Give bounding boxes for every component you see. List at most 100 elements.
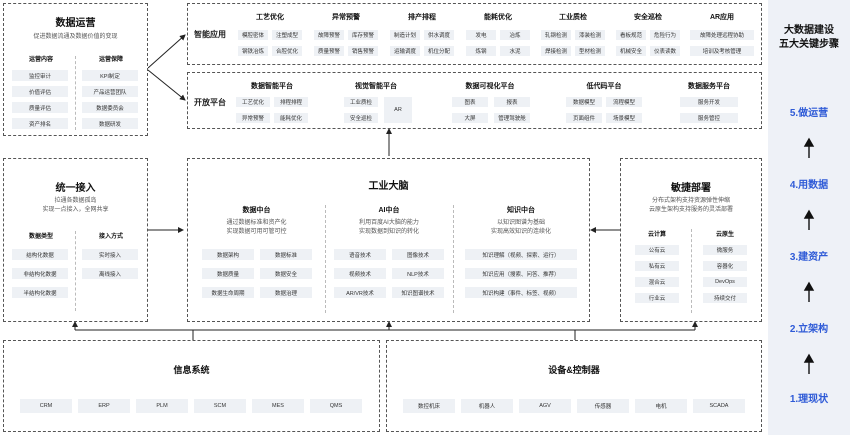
knowledge-center-desc-1: 以知识图谱为基础 (496, 220, 545, 226)
device-item: 传感器 (577, 399, 629, 413)
ops-title: 数据运营 (55, 18, 96, 29)
app-group-title: 安全巡检 (634, 14, 662, 21)
ops-guarantee-item: KPI制定 (82, 70, 138, 81)
ops-guarantee-item: 数据研发 (82, 118, 138, 129)
data-center-item: 数据质量 (202, 268, 254, 279)
platform-title: 数据可视化平台 (465, 83, 515, 90)
app-item: 机械安全 (616, 46, 646, 56)
device-item: 数控机床 (403, 399, 455, 413)
knowledge-center-item: 知识应用（搜索、问答、推荐） (465, 268, 577, 279)
ops-guarantee-item: 数据委员会 (82, 102, 138, 113)
data-center-item: 数据治理 (260, 287, 312, 298)
access-methods-title: 接入方式 (98, 234, 123, 240)
step-arrows (803, 137, 815, 374)
app-item: 漆装检测 (575, 30, 605, 40)
smart-apps-label: 智能应用 (194, 30, 226, 39)
app-group-title: AR应用 (709, 14, 735, 21)
native-item: 持续交付 (703, 293, 747, 303)
info-system-item: QMS (310, 399, 362, 413)
agile-subtitle-2: 云原生架构支持服务的灵活部署 (648, 207, 733, 213)
cloud-item: 公有云 (635, 245, 679, 255)
data-center-item: 数据生命周期 (202, 287, 254, 298)
app-item: 仪表读数 (650, 46, 680, 56)
agile-subtitle-1: 分布式架构支持资源弹性伸缩 (651, 198, 730, 204)
app-group-title: 工艺优化 (256, 14, 284, 21)
ai-center-title: AI中台 (378, 207, 400, 214)
data-center-desc-1: 通过数据标准和资产化 (226, 220, 287, 226)
brain-title: 工业大脑 (368, 181, 409, 192)
access-title: 统一接入 (55, 183, 96, 194)
platform-item: 页面组件 (566, 113, 602, 123)
brain-panel: 工业大脑 数据中台 通过数据标准和资产化 实现数据可用可管可控 数据架构 数据标… (187, 158, 590, 322)
data-center-item: 数据标准 (260, 249, 312, 260)
data-type-item: 非结构化数据 (12, 268, 68, 279)
app-item: 培训及考核管理 (690, 46, 754, 56)
app-item: 库存预警 (348, 30, 378, 40)
data-center-item: 数据架构 (202, 249, 254, 260)
app-item: 故障预警 (314, 30, 344, 40)
devices-panel: 设备&控制器 数控机床 机器人 AGV 传感器 电机 SCADA (386, 340, 762, 432)
cloud-item: 混合云 (635, 277, 679, 287)
app-item: 炼钢 (466, 46, 496, 56)
app-group-title: 排产排程 (408, 14, 436, 21)
platform-item: AR (384, 97, 412, 123)
platform-item: 服务开发 (680, 97, 738, 107)
ai-center-item: 视频技术 (334, 268, 386, 279)
steps-title: 大数据建设 五大关键步骤 (768, 24, 850, 51)
cloud-title: 云计算 (647, 232, 666, 238)
platform-item: 服务管控 (680, 113, 738, 123)
platform-title: 低代码平台 (586, 83, 622, 90)
cloud-item: 私有云 (635, 261, 679, 271)
app-item: 制造计划 (390, 30, 420, 40)
platform-title: 视觉智能平台 (355, 83, 397, 90)
app-item: 冶炼 (500, 30, 530, 40)
data-type-item: 结构化数据 (12, 249, 68, 260)
connector-lines (72, 34, 698, 340)
steps-panel: 大数据建设 五大关键步骤 5.做运营 4.用数据 3.建资产 2.立架构 1.理… (768, 0, 850, 435)
native-item: 容器化 (703, 261, 747, 271)
access-panel: 统一接入 拉通各数据孤岛 实现一点接入，全网共享 数据类型 接入方式 结构化数据… (3, 158, 148, 322)
app-group-title: 能耗优化 (484, 14, 512, 21)
ops-panel: 数据运营 促进数据流通及数据价值的变现 运营内容 运营保障 监控审计 价值评估 … (3, 3, 148, 136)
app-item: 合腔优化 (272, 46, 302, 56)
open-platform-label: 开放平台 (194, 98, 226, 107)
app-item: 型材检测 (575, 46, 605, 56)
info-systems-panel: 信息系统 CRM ERP PLM SCM MES QMS (3, 340, 380, 432)
app-item: 危险行为 (650, 30, 680, 40)
steps-title-line-1: 大数据建设 (784, 25, 834, 36)
app-item: 水泥 (500, 46, 530, 56)
knowledge-center-desc-2: 实现高效知识的连续化 (490, 229, 551, 235)
native-item: 微服务 (703, 245, 747, 255)
info-system-item: PLM (136, 399, 188, 413)
app-item: 运输调度 (390, 46, 420, 56)
info-system-item: CRM (20, 399, 72, 413)
knowledge-center-title: 知识中台 (507, 207, 535, 214)
app-item: 故障处理远程协助 (690, 30, 754, 40)
platform-item: 场景模型 (606, 113, 642, 123)
app-item: 机位分配 (424, 46, 454, 56)
app-item: 发电 (466, 30, 496, 40)
platform-title: 数据服务平台 (688, 83, 730, 90)
steps-title-line-2: 五大关键步骤 (779, 38, 839, 50)
access-method-item: 实时接入 (82, 249, 138, 260)
platform-item: 排程排程 (274, 97, 308, 107)
data-center-desc-2: 实现数据可用可管可控 (226, 229, 287, 235)
app-item: 注塑成型 (272, 30, 302, 40)
ai-center-item: 知识图谱技术 (392, 287, 444, 298)
data-center-title: 数据中台 (242, 207, 271, 214)
app-group-title: 异常预警 (332, 14, 360, 21)
step-1: 1.理现状 (789, 394, 829, 405)
app-item: 焊接检测 (541, 46, 571, 56)
platform-item: 安全巡检 (344, 113, 378, 123)
app-item: 看板规范 (616, 30, 646, 40)
ops-content-title: 运营内容 (28, 57, 53, 63)
platform-item: 数据模型 (566, 97, 602, 107)
access-subtitle-2: 实现一点接入，全网共享 (42, 207, 109, 213)
up-arrow-icon (803, 281, 815, 302)
ops-content-item: 质量评估 (12, 102, 68, 113)
knowledge-center-item: 知识理解（视频、探索、运行） (465, 249, 577, 260)
ops-content-item: 监控审计 (12, 70, 68, 81)
step-5: 5.做运营 (789, 108, 829, 119)
app-group-title: 工业质检 (559, 14, 587, 21)
